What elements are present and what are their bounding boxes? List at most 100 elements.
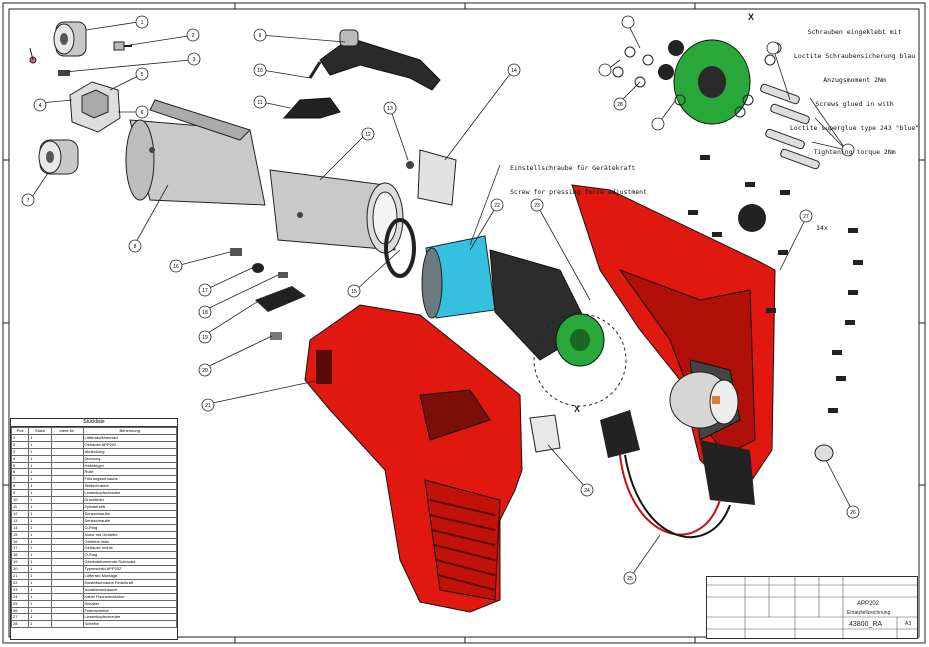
- table-cell: [50, 454, 84, 463]
- lever-handle: [308, 29, 441, 91]
- table-cell: Einstellschraube Federkraft: [82, 578, 177, 587]
- small-nut-1: [406, 161, 414, 169]
- torque-note-line: Screws glued in with: [815, 100, 894, 108]
- table-cell: [50, 433, 84, 442]
- balloon-number: 21: [205, 403, 211, 409]
- balloon: [383, 101, 397, 115]
- drawing-number: 43800_RA: [849, 621, 883, 628]
- balloon-number: 3: [193, 57, 196, 63]
- dim-label: 14x: [816, 224, 828, 232]
- balloon-number: 27: [803, 214, 809, 220]
- balloon: [841, 143, 855, 157]
- balloon-number: 14: [511, 68, 517, 74]
- table-cell: [50, 440, 84, 449]
- table-cell: 11: [10, 502, 30, 511]
- table-cell: Schalter: [82, 599, 177, 608]
- balloon: [198, 330, 212, 344]
- table-cell: [50, 502, 84, 511]
- table-cell: Scheibe: [82, 620, 177, 629]
- table-cell: 1: [28, 592, 52, 601]
- table-cell: [50, 544, 84, 553]
- table-cell: 21: [10, 572, 30, 580]
- table-cell: Dichtung: [82, 454, 177, 463]
- table-cell: Typenschild APP202: [82, 565, 177, 574]
- drawing-description: Ersatzteilzeichnung: [847, 610, 891, 616]
- balloon-number: 18: [202, 310, 208, 316]
- table-cell: 22: [10, 578, 30, 587]
- table-cell: 1: [28, 523, 52, 532]
- balloon-number: 12: [365, 132, 371, 138]
- table-cell: Isolationsschlauch: [82, 585, 177, 594]
- table-cell: 1: [28, 551, 52, 560]
- table-cell: 7: [10, 475, 30, 484]
- table-cell: [50, 551, 84, 560]
- torque-note-line: Anzugsmoment 2Nm: [823, 76, 886, 84]
- drawing-revision: A3: [905, 621, 912, 627]
- table-cell: Motor mit Getriebe: [82, 530, 177, 539]
- table-cell: 8: [10, 482, 30, 491]
- title-block: APP202 Ersatzteilzeichnung 43800_RA A3: [706, 576, 918, 639]
- table-cell: 1: [28, 578, 52, 587]
- small-screw-top: [113, 41, 132, 51]
- table-cell: [50, 613, 84, 622]
- balloon-number: 2: [192, 33, 195, 39]
- table-cell: 1: [28, 461, 52, 470]
- balloon: [21, 193, 35, 207]
- torque-note-line: Loctite Schraubensicherung blau: [793, 52, 916, 60]
- table-cell: Lüfterrad Montage: [82, 572, 177, 580]
- roller-left: [38, 139, 79, 175]
- table-cell: 1: [28, 468, 52, 477]
- balloon-number: 28: [617, 102, 623, 108]
- parts-list-title: Stückliste: [11, 419, 177, 427]
- table-cell: Linsenkopfschraube: [82, 613, 177, 622]
- balloon: [799, 209, 813, 223]
- balloon: [253, 63, 267, 77]
- table-cell: [50, 606, 84, 615]
- shield-plate: [417, 149, 457, 206]
- table-cell: Gehäuse rechts: [82, 544, 177, 553]
- table-cell: 1: [28, 502, 52, 511]
- table-cell: 27: [10, 613, 30, 622]
- table-cell: [50, 475, 84, 484]
- balloon: [187, 52, 201, 66]
- table-cell: O-Ring: [82, 551, 177, 560]
- balloon: [530, 198, 544, 212]
- frame-ticks: [3, 3, 925, 643]
- col-ident: Ident-Nr.: [50, 427, 84, 435]
- balloon: [580, 483, 594, 497]
- table-cell: 6: [10, 468, 30, 477]
- balloon-number: 17: [202, 288, 208, 294]
- table-cell: [50, 599, 84, 608]
- table-cell: 1: [28, 565, 52, 574]
- table-cell: 1: [28, 613, 52, 622]
- table-cell: [50, 592, 84, 601]
- balloon: [507, 63, 521, 77]
- balloon-number: 8: [134, 244, 137, 250]
- balloon-number: 1: [141, 20, 144, 26]
- table-cell: 1: [28, 558, 52, 567]
- table-cell: 1: [28, 620, 52, 629]
- title-block-grid: [707, 577, 917, 638]
- balloon-number: 6: [141, 110, 144, 116]
- torque-note-line: Tightening torque 2Nm: [813, 148, 896, 156]
- balloon: [361, 127, 375, 141]
- table-cell: [50, 537, 84, 546]
- table-cell: 1: [28, 496, 52, 504]
- balloon: [186, 28, 200, 42]
- table-cell: 25: [10, 599, 30, 608]
- table-header-row: Pos Stück Ident-Nr. Benennung: [10, 427, 177, 435]
- right-screws: [688, 155, 863, 413]
- table-cell: 18: [10, 551, 30, 560]
- adjust-screw-label-de: Einstellschraube für Gerätekraft: [510, 164, 636, 172]
- table-cell: 12: [10, 509, 30, 518]
- o-ring: [384, 218, 416, 278]
- table-cell: 1: [28, 454, 52, 463]
- table-cell: Kabel Flachsteckhülse: [82, 592, 177, 601]
